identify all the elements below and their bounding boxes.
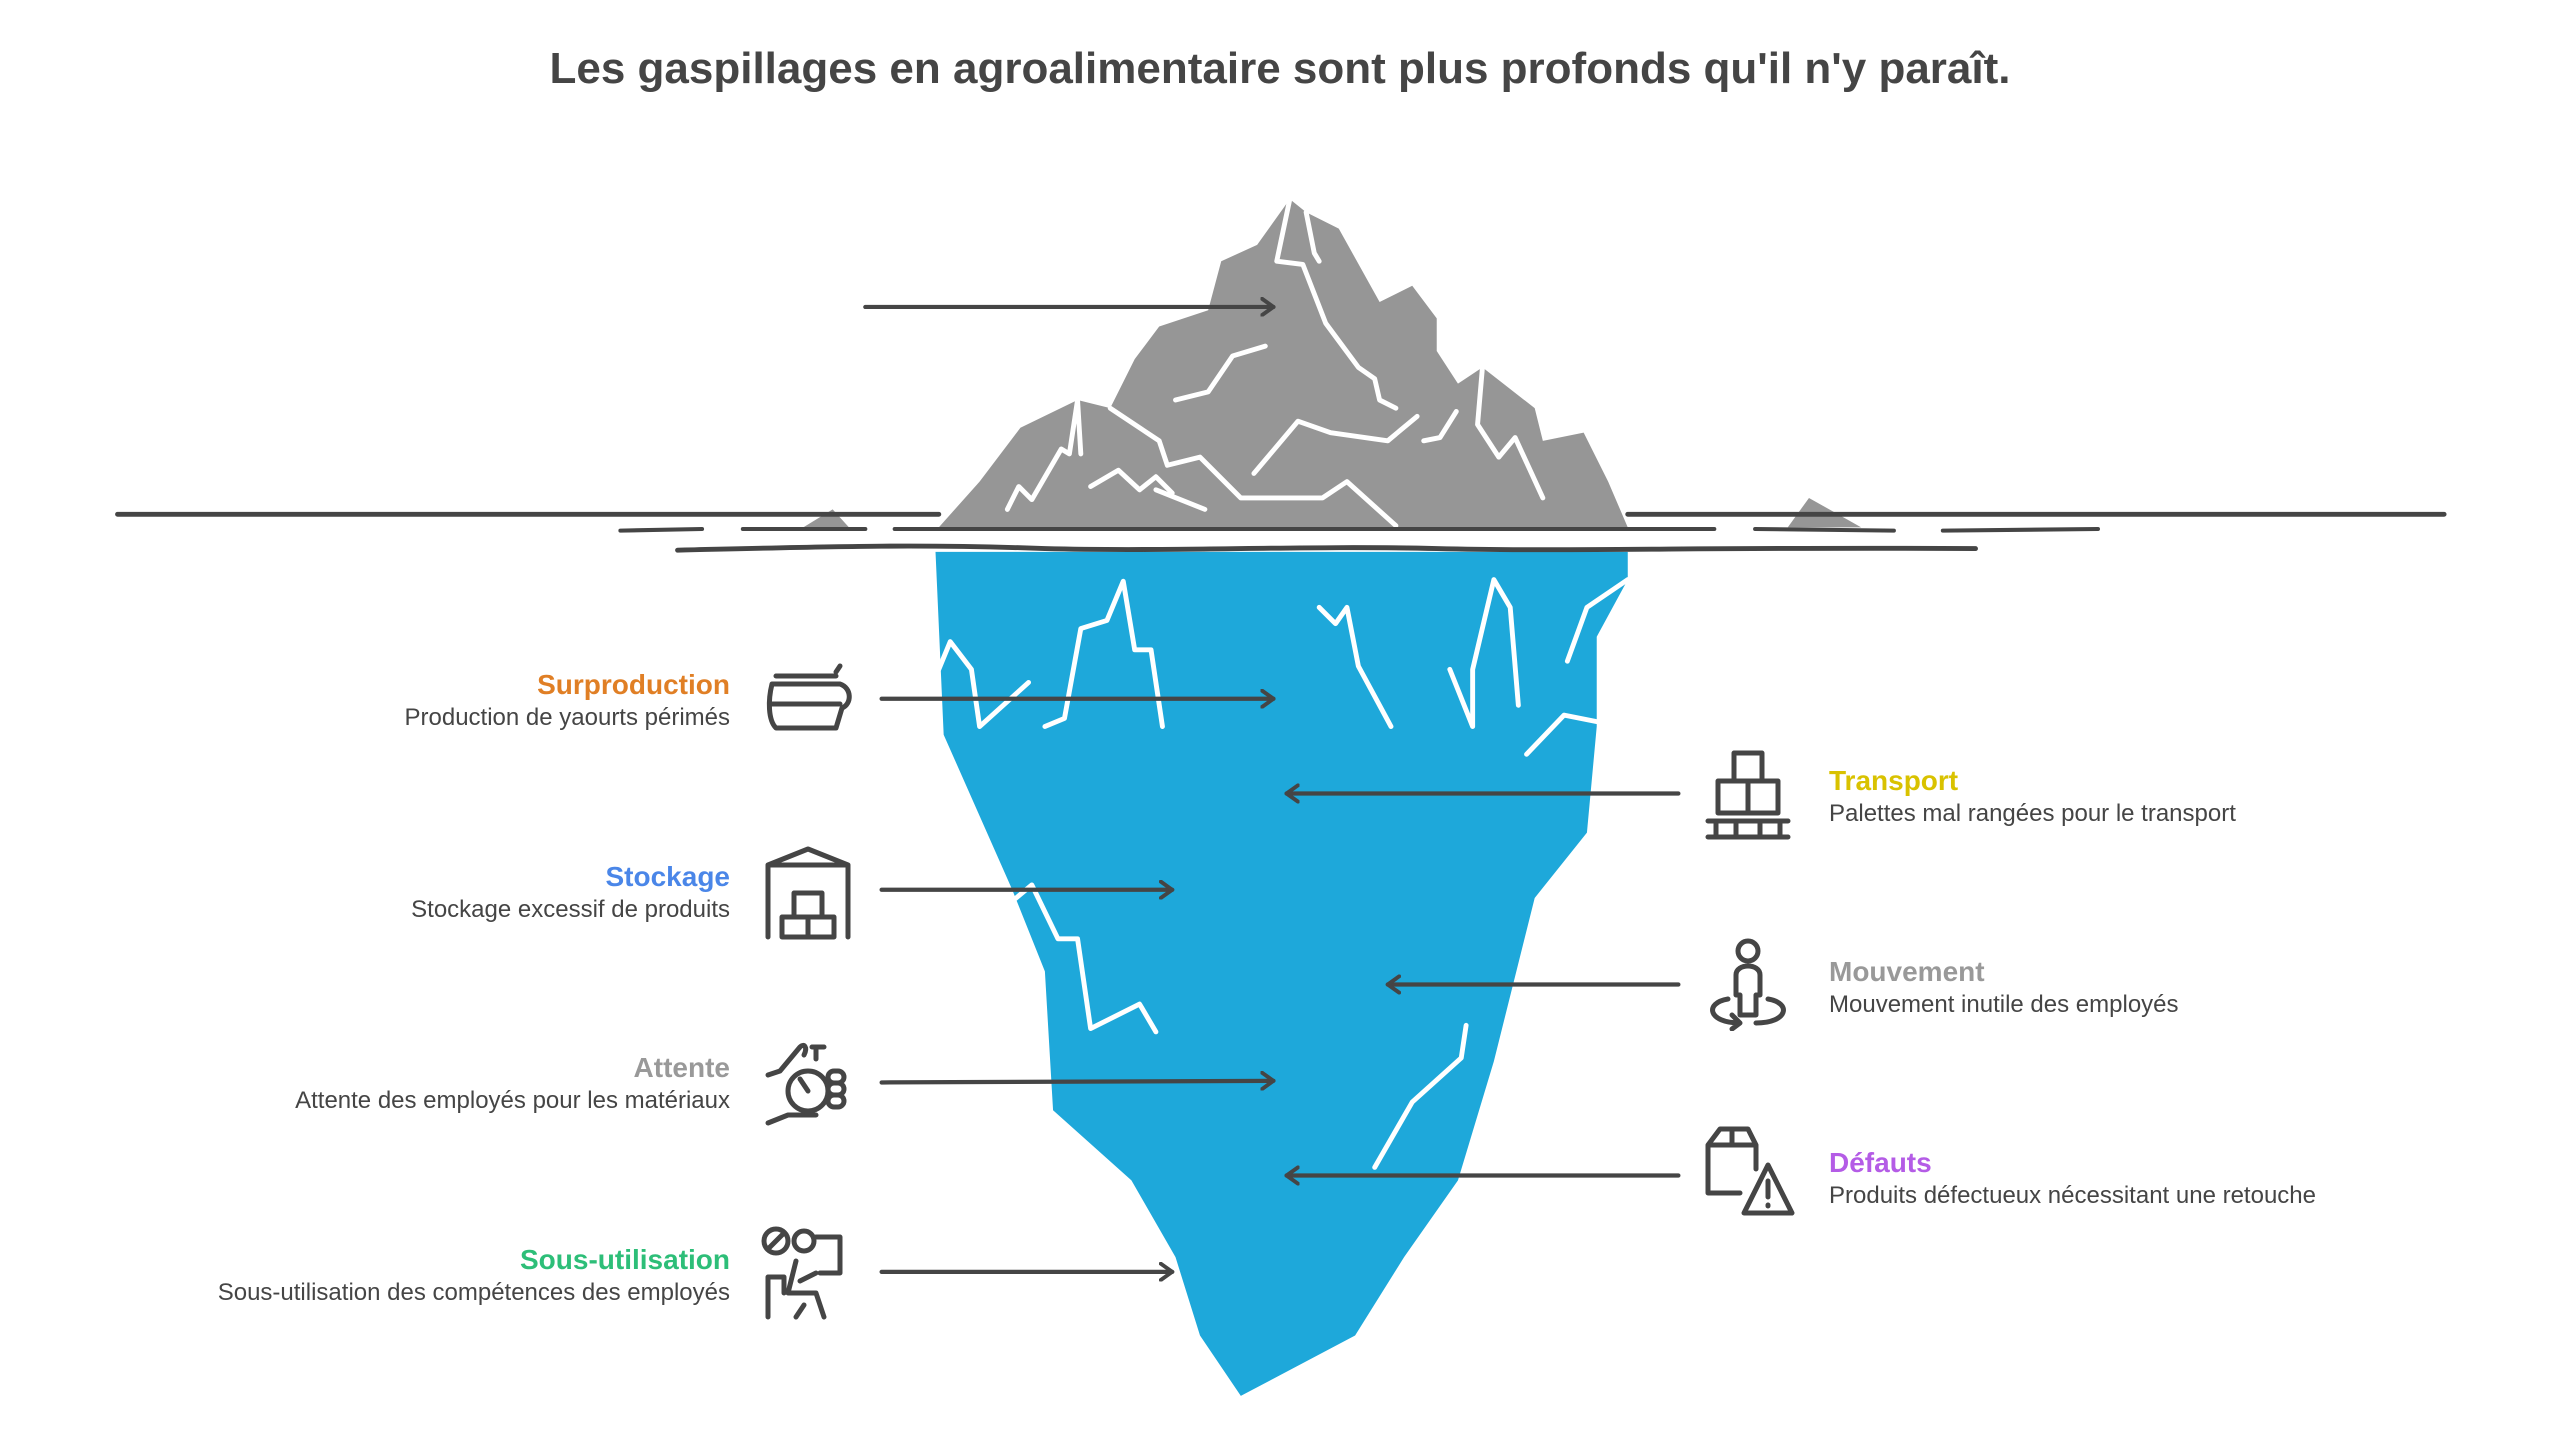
item-title: Attente: [633, 1052, 730, 1083]
iceberg-tip: [803, 196, 1862, 529]
item-desc: Attente des employés pour les matériaux: [295, 1087, 730, 1114]
idle-worker-icon: [761, 1226, 843, 1320]
page-title: Les gaspillages en agroalimentaire sont …: [549, 44, 2011, 93]
item-desc: Stockage excessif de produits: [411, 896, 730, 923]
pallet-boxes-icon: [1705, 750, 1791, 840]
item-title: Stockage: [605, 861, 731, 892]
item-surproduction: Surproduction Production de yaourts péri…: [0, 668, 731, 734]
item-title: Surproduction: [537, 669, 730, 700]
hand-stopwatch-icon: [765, 1042, 847, 1126]
person-rotate-icon: [1710, 938, 1786, 1031]
item-mouvement: Mouvement Mouvement inutile des employés: [1829, 955, 2560, 1021]
box-warning-icon: [1705, 1126, 1795, 1216]
item-title: Transport: [1829, 765, 1959, 796]
item-defauts: Défauts Produits défectueux nécessitant …: [1829, 1146, 2560, 1212]
arrows: [863, 307, 1681, 1272]
item-desc: Mouvement inutile des employés: [1829, 991, 2179, 1018]
item-stockage: Stockage Stockage excessif de produits: [0, 860, 730, 926]
item-attente: Attente Attente des employés pour les ma…: [0, 1051, 730, 1117]
yogurt-pot-icon: [766, 663, 852, 731]
water-lines: [115, 511, 2447, 553]
item-title: Sous-utilisation: [520, 1244, 730, 1275]
item-title: Mouvement: [1829, 956, 1985, 987]
item-desc: Palettes mal rangées pour le transport: [1829, 800, 2236, 827]
arrow-attente: [879, 1081, 1276, 1083]
warehouse-boxes-icon: [765, 846, 851, 940]
item-transport: Transport Palettes mal rangées pour le t…: [1829, 764, 2560, 830]
item-desc: Sous-utilisation des compétences des emp…: [217, 1279, 730, 1306]
iceberg-underwater: [935, 551, 1631, 1396]
item-sous-utilisation: Sous-utilisation Sous-utilisation des co…: [0, 1243, 730, 1309]
item-desc: Production de yaourts périmés: [404, 704, 731, 731]
item-desc: Produits défectueux nécessitant une reto…: [1829, 1182, 2316, 1209]
item-title: Défauts: [1829, 1147, 1932, 1178]
